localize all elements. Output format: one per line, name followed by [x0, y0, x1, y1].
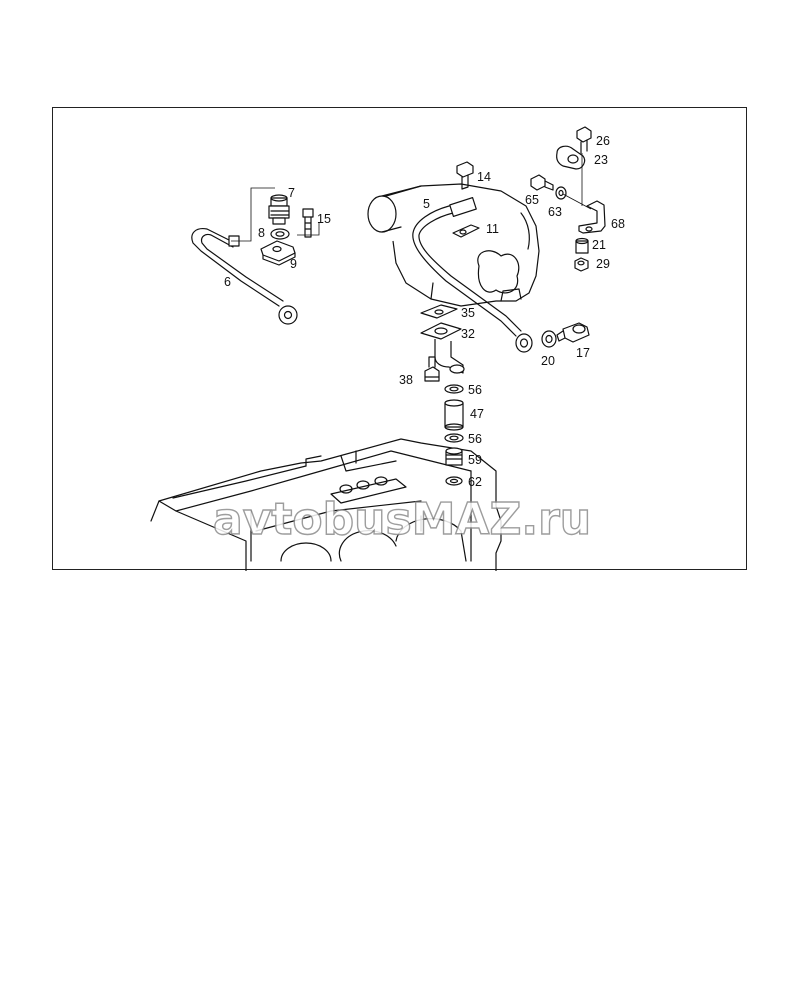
label-6: 6: [224, 275, 231, 289]
nipple-59: [445, 447, 463, 466]
label-65: 65: [525, 193, 539, 207]
spacer-21: [575, 237, 589, 254]
bolt-65: [530, 174, 554, 191]
label-8: 8: [258, 226, 265, 240]
gasket-11: [452, 224, 480, 238]
label-56-lower: 56: [468, 432, 482, 446]
label-23: 23: [594, 153, 608, 167]
label-17: 17: [576, 346, 590, 360]
bolt-14: [456, 161, 474, 190]
nut-29: [574, 257, 589, 272]
seal-ring-56-lower: [444, 433, 464, 443]
washer-63: [555, 186, 567, 200]
elbow-32: [420, 322, 465, 374]
label-14: 14: [477, 170, 491, 184]
label-7: 7: [288, 186, 295, 200]
label-5: 5: [423, 197, 430, 211]
bracket-68: [578, 200, 606, 234]
label-21: 21: [592, 238, 606, 252]
label-20: 20: [541, 354, 555, 368]
label-9: 9: [290, 257, 297, 271]
leader-line-68: [562, 193, 592, 210]
clamp-23: [556, 145, 586, 170]
oil-feed-pipe: [412, 196, 533, 353]
label-26: 26: [596, 134, 610, 148]
label-29: 29: [596, 257, 610, 271]
sleeve-47: [444, 399, 464, 431]
exploded-parts-diagram: 5 6 7 8 9 11 14 15 17 20 21 23 26 29 32 …: [150, 126, 625, 571]
label-68: 68: [611, 217, 625, 231]
banjo-bolt-17: [556, 322, 590, 343]
engine-block: [150, 438, 502, 571]
label-56-upper: 56: [468, 383, 482, 397]
seal-ring-56-upper: [444, 384, 464, 394]
fitting-7: [268, 194, 290, 225]
label-62: 62: [468, 475, 482, 489]
label-15: 15: [317, 212, 331, 226]
leader-line-15: [297, 223, 320, 236]
label-38: 38: [399, 373, 413, 387]
flange-9: [260, 240, 296, 266]
label-32: 32: [461, 327, 475, 341]
bolt-26: [576, 126, 592, 154]
part-labels: 5 6 7 8 9 11 14 15 17 20 21 23 26 29 32 …: [224, 134, 625, 489]
label-63: 63: [548, 205, 562, 219]
label-59: 59: [468, 453, 482, 467]
leader-line-7: [231, 187, 275, 242]
label-47: 47: [470, 407, 484, 421]
gasket-35: [420, 304, 458, 319]
bolt-38: [424, 356, 440, 382]
watermark: avtobusMAZ.ru: [213, 494, 591, 545]
diagram-frame: 5 6 7 8 9 11 14 15 17 20 21 23 26 29 32 …: [52, 107, 747, 571]
turbocharger: [367, 183, 540, 307]
label-11: 11: [486, 222, 499, 236]
seal-ring-8: [270, 228, 290, 240]
bolt-15: [302, 208, 314, 238]
seal-ring-62: [445, 476, 463, 486]
washer-20: [541, 330, 557, 348]
label-35: 35: [461, 306, 475, 320]
